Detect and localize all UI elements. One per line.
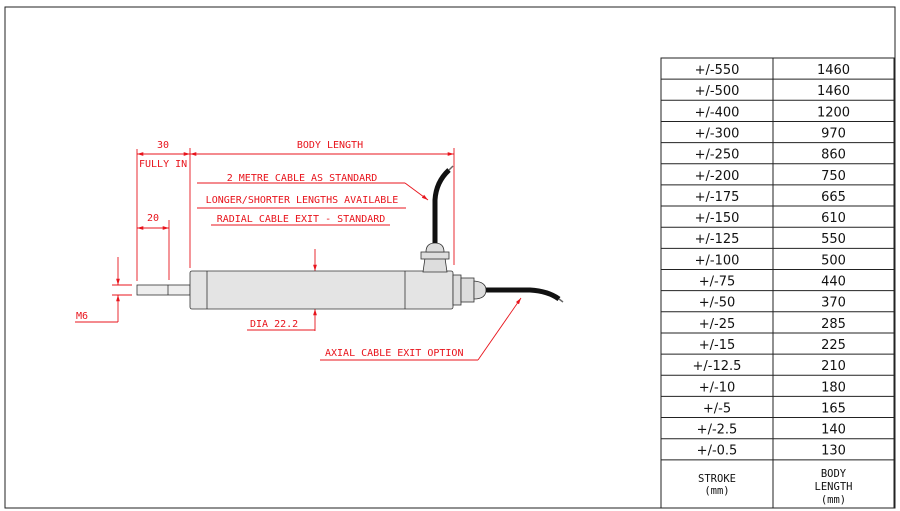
dim-20-label: 20 bbox=[147, 213, 159, 224]
body-length-cell: 285 bbox=[821, 317, 846, 332]
body-length-cell: 225 bbox=[821, 338, 846, 353]
table-border bbox=[660, 57, 895, 509]
stroke-cell: +/-10 bbox=[699, 380, 736, 395]
body-length-cell: 210 bbox=[821, 359, 846, 374]
body-length-cell: 665 bbox=[821, 190, 846, 205]
body-tube bbox=[189, 270, 454, 310]
stroke-cell: +/-15 bbox=[699, 338, 736, 353]
radial-gland bbox=[422, 257, 448, 273]
body-length-cell: 370 bbox=[821, 296, 846, 311]
body-length-cell: 1460 bbox=[817, 63, 850, 78]
stroke-cell: +/-300 bbox=[695, 126, 740, 141]
stroke-cell: +/-5 bbox=[703, 401, 731, 416]
body-length-cell: 1460 bbox=[817, 84, 850, 99]
axial-gland bbox=[452, 274, 462, 306]
body-length-cell: 970 bbox=[821, 126, 846, 141]
stroke-cell: +/-250 bbox=[695, 148, 740, 163]
note-axial: AXIAL CABLE EXIT OPTION bbox=[325, 348, 463, 359]
note-lengths: LONGER/SHORTER LENGTHS AVAILABLE bbox=[206, 195, 399, 206]
axial-cable bbox=[486, 287, 561, 302]
note-radial: RADIAL CABLE EXIT - STANDARD bbox=[217, 214, 386, 225]
stroke-cell: +/-175 bbox=[695, 190, 740, 205]
body-length-cell: 140 bbox=[821, 423, 846, 438]
body-length-cell: 860 bbox=[821, 148, 846, 163]
stroke-cell: +/-0.5 bbox=[697, 444, 738, 459]
stroke-table: +/-550 1460 +/-500 1460 +/-400 1200 +/-300 970 +… bbox=[660, 57, 895, 509]
dia-label: DIA 22.2 bbox=[250, 319, 298, 330]
stroke-cell: +/-100 bbox=[695, 253, 740, 268]
stroke-cell: +/-200 bbox=[695, 169, 740, 184]
stroke-cell: +/-125 bbox=[695, 232, 740, 247]
stroke-unit: (mm) bbox=[704, 485, 729, 497]
push-rod bbox=[136, 284, 191, 296]
stroke-cell: +/-500 bbox=[695, 84, 740, 99]
stroke-cell: +/-75 bbox=[699, 275, 736, 290]
body-length-cell: 440 bbox=[821, 275, 846, 290]
body-length-cell: 1200 bbox=[817, 105, 850, 120]
body-length-cell: 610 bbox=[821, 211, 846, 226]
body-length-unit: (mm) bbox=[821, 494, 846, 506]
body-length-cell: 500 bbox=[821, 253, 846, 268]
dim-30-label: 30 bbox=[157, 140, 169, 151]
body-length-cell: 750 bbox=[821, 169, 846, 184]
fully-in-label: FULLY IN bbox=[139, 159, 187, 170]
body-length-cell: 165 bbox=[821, 401, 846, 416]
dimensions bbox=[75, 148, 522, 361]
sheet-border bbox=[4, 6, 896, 509]
stroke-cell: +/-50 bbox=[699, 296, 736, 311]
body-length-header: BODY bbox=[821, 468, 847, 480]
note-cable: 2 METRE CABLE AS STANDARD bbox=[227, 173, 378, 184]
stroke-header: STROKE bbox=[698, 473, 736, 485]
stroke-cell: +/-400 bbox=[695, 105, 740, 120]
body-length-cell: 180 bbox=[821, 380, 846, 395]
body-length-cell: 550 bbox=[821, 232, 846, 247]
stroke-cell: +/-25 bbox=[699, 317, 736, 332]
body-length-cell: 130 bbox=[821, 444, 846, 459]
stroke-cell: +/-12.5 bbox=[693, 359, 742, 374]
m6-label: M6 bbox=[76, 311, 88, 322]
stroke-cell: +/-550 bbox=[695, 63, 740, 78]
stroke-cell: +/-2.5 bbox=[697, 423, 738, 438]
body-length-header: LENGTH bbox=[815, 481, 853, 493]
body-length-label: BODY LENGTH bbox=[297, 140, 363, 151]
cable-ends bbox=[448, 165, 564, 303]
transducer bbox=[136, 242, 487, 310]
radial-cable bbox=[432, 168, 451, 243]
cables bbox=[432, 168, 561, 302]
stroke-cell: +/-150 bbox=[695, 211, 740, 226]
